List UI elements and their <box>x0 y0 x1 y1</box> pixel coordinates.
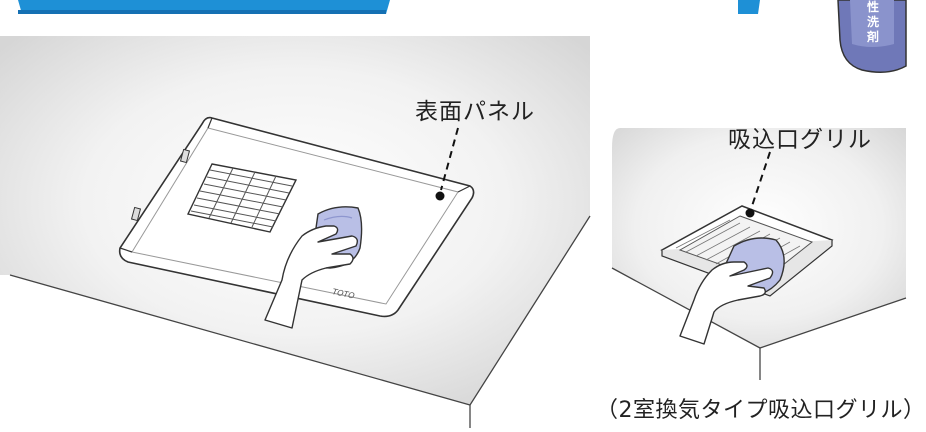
panel-callout-dot <box>435 191 445 201</box>
side-tab-char: 洗 <box>866 15 879 29</box>
illustration: TOTO <box>0 0 907 428</box>
vent-grille <box>186 163 298 233</box>
figure-caption: （2室換気タイプ吸込口グリル） <box>596 398 926 423</box>
surface-panel-label: 表面パネル <box>415 99 535 125</box>
side-tab-text: 性 洗 剤 <box>851 0 895 45</box>
top-banner <box>18 0 760 14</box>
side-tab-char: 性 <box>866 0 879 14</box>
side-tab-char: 剤 <box>866 30 879 44</box>
hand-right <box>679 237 785 345</box>
grille-callout-dot <box>745 208 755 218</box>
surface-panel-device: TOTO <box>118 116 475 318</box>
grille-callout-line <box>751 151 771 207</box>
hand-left <box>264 206 363 329</box>
panel-callout-line <box>440 127 459 191</box>
intake-grille-label: 吸込口グリル <box>728 127 872 153</box>
side-tab <box>837 0 907 73</box>
